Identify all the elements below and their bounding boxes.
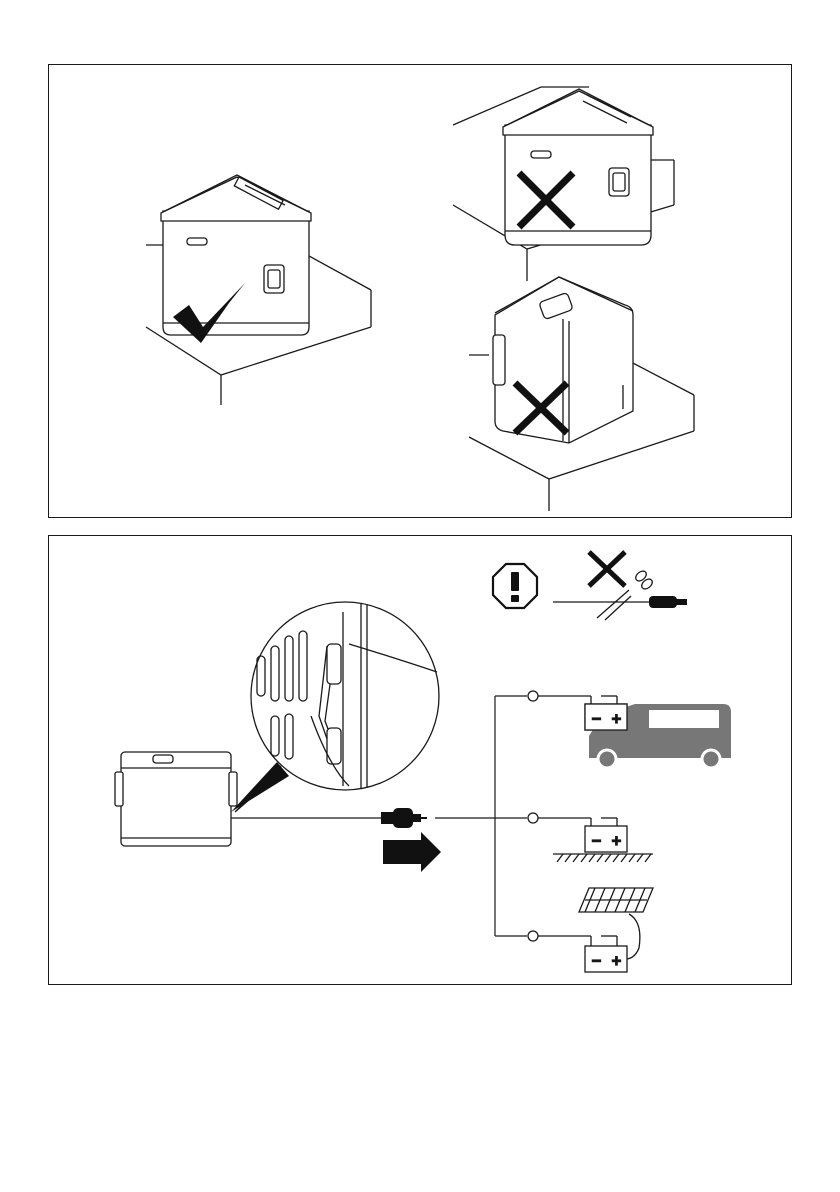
cigarette-plug-icon [381, 808, 427, 828]
arrow-right-icon [383, 832, 441, 872]
scissors-icon [597, 569, 654, 620]
cooler-front [115, 752, 237, 846]
svg-text:+: + [611, 834, 622, 849]
placement-illustration [49, 65, 793, 519]
cross-icon [589, 552, 625, 586]
svg-text:−: − [591, 834, 602, 849]
source-vehicle: − + − + [528, 691, 731, 768]
battery-icon: − + [585, 946, 627, 972]
no-cut-cable-group [553, 552, 687, 620]
detail-magnifier [231, 602, 439, 812]
svg-text:−: − [591, 954, 602, 969]
wrong-placement-edge-group [453, 87, 674, 281]
correct-placement-group [146, 175, 371, 405]
placement-panel [48, 64, 792, 518]
svg-text:+: + [611, 712, 622, 727]
connection-illustration: − + − + − + [49, 536, 793, 986]
connection-bracket [435, 696, 527, 936]
wrong-placement-side-group [469, 277, 694, 511]
exclamation-octagon-icon [493, 564, 537, 608]
plug-icon [649, 596, 687, 608]
solar-panel-icon [579, 888, 653, 912]
battery-icon: − + [585, 826, 627, 852]
svg-text:+: + [611, 954, 622, 969]
source-solar-battery: − + [528, 888, 653, 972]
cooler-on-side [493, 277, 633, 443]
ground-hatch [553, 854, 653, 862]
source-ground-battery: − + [528, 813, 653, 862]
svg-text:−: − [591, 712, 602, 727]
solar-lead [627, 914, 640, 959]
connection-panel: − + − + − + [48, 535, 792, 985]
